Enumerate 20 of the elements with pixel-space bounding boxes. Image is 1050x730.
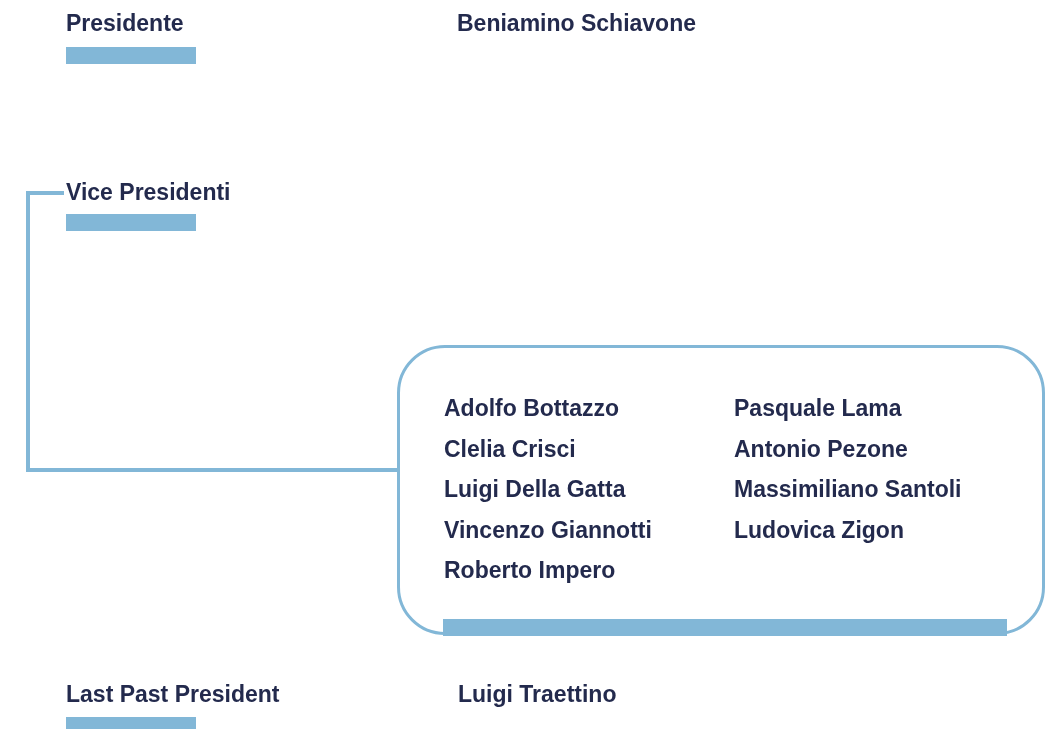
accent-bar (66, 214, 196, 231)
connector-line (26, 191, 397, 472)
member-name: Massimiliano Santoli (734, 475, 963, 504)
member-name: Ludovica Zigon (734, 515, 905, 545)
member-name: Luigi Della Gatta (444, 475, 627, 504)
heading-label: Presidente (66, 9, 184, 38)
member-name: Antonio Pezone (734, 434, 909, 464)
name-label: Luigi Traettino (458, 680, 617, 709)
accent-bar (66, 717, 196, 729)
heading-label: Vice Presidenti (66, 177, 231, 207)
member-name: Pasquale Lama (734, 394, 903, 423)
accent-bar (443, 619, 1007, 636)
member-name: Clelia Crisci (444, 434, 577, 464)
heading-label: Last Past President (66, 680, 280, 709)
accent-bar (66, 47, 196, 64)
member-name: Vincenzo Giannotti (444, 515, 653, 545)
name-label: Beniamino Schiavone (457, 9, 696, 38)
member-name: Adolfo Bottazzo (444, 394, 620, 423)
rounded-box (397, 345, 1045, 635)
member-name: Roberto Impero (444, 556, 617, 585)
